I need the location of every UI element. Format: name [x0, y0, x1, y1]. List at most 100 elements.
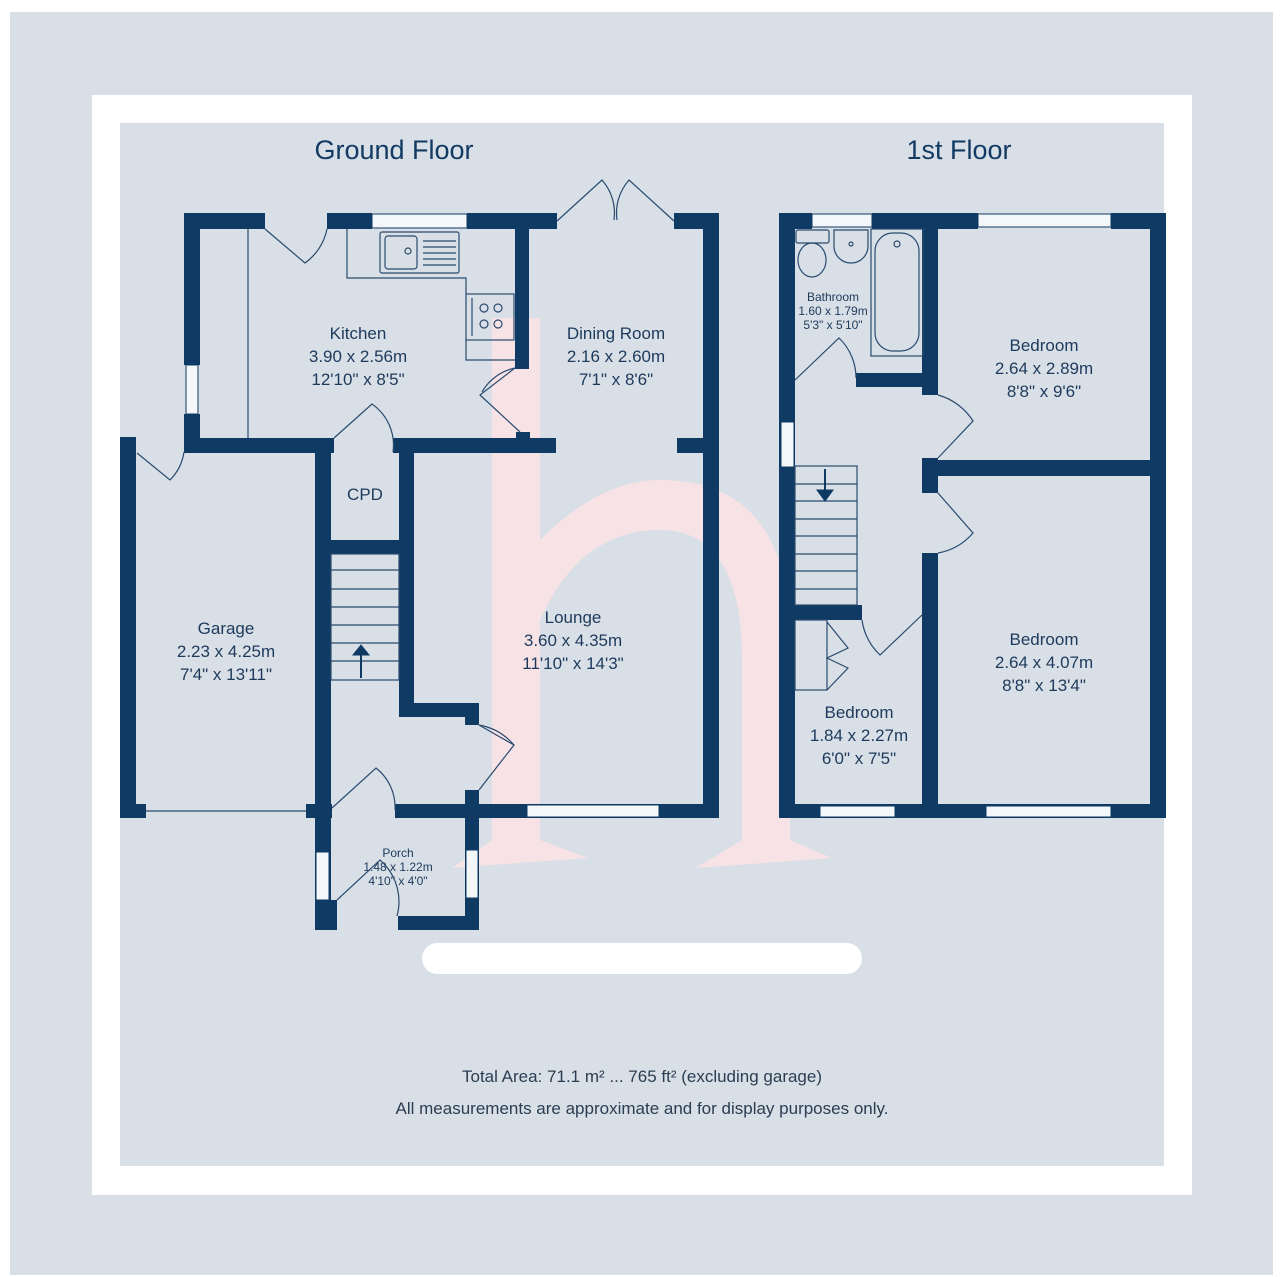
wall: [399, 452, 414, 717]
wall: [398, 916, 479, 930]
door: [937, 394, 974, 459]
room-name: Lounge: [544, 608, 602, 627]
wall: [315, 900, 337, 930]
room-garage: Garage 2.23 x 4.25m 7'4" x 13'11": [116, 617, 336, 686]
room-kitchen: Kitchen 3.90 x 2.56m 12'10" x 8'5": [248, 322, 468, 391]
first-floor-walls: [779, 213, 1166, 818]
bath-icon: [870, 228, 924, 357]
plan-panel: [120, 123, 1164, 1166]
room-imperial: 12'10" x 8'5": [311, 370, 405, 389]
window: [371, 213, 468, 229]
door: [794, 337, 857, 381]
door: [331, 767, 396, 811]
window: [780, 421, 795, 468]
door-swing: [481, 367, 516, 393]
ground-floor-windows: [185, 213, 660, 901]
room-imperial: 8'8" x 13'4": [1002, 676, 1086, 695]
window: [811, 213, 873, 228]
room-imperial: 6'0" x 7'5": [821, 749, 897, 768]
stairs-down-arrow-icon: [816, 469, 834, 502]
basin-icon: [833, 229, 869, 264]
scroll-bar[interactable]: [422, 943, 862, 974]
room-porch: Porch 1.48 x 1.22m 4'10" x 4'0": [288, 846, 508, 888]
room-name: Porch: [382, 846, 414, 860]
door: [861, 614, 923, 656]
wall: [399, 703, 479, 717]
wall: [467, 213, 557, 229]
worktop-end: [465, 340, 515, 361]
room-imperial: 7'1" x 8'6": [578, 370, 654, 389]
room-metric: 2.64 x 4.07m: [994, 653, 1094, 672]
wall: [779, 213, 795, 818]
french-door-right: [615, 179, 675, 222]
wall: [120, 437, 136, 818]
window: [465, 849, 479, 899]
floor-title-ground: Ground Floor: [314, 135, 474, 165]
room-metric: 1.60 x 1.79m: [798, 304, 868, 318]
window: [819, 805, 896, 818]
wall: [856, 373, 936, 387]
wall: [922, 213, 938, 395]
door: [479, 367, 521, 433]
room-name: Bedroom: [1009, 336, 1079, 355]
room-name: Bathroom: [806, 290, 860, 304]
total-area-text: Total Area: 71.1 m² ... 765 ft² (excludi…: [461, 1067, 823, 1086]
staircase: [330, 553, 400, 681]
room-bedroom-3: Bedroom 1.84 x 2.27m 6'0" x 7'5": [749, 701, 969, 770]
room-metric: 3.90 x 2.56m: [308, 347, 408, 366]
room-imperial: 8'8" x 9'6": [1006, 382, 1082, 401]
room-name: CPD: [347, 485, 383, 504]
room-metric: 2.64 x 2.89m: [994, 359, 1094, 378]
wall: [327, 213, 372, 229]
room-imperial: 5'3" x 5'10": [803, 318, 863, 332]
wall: [465, 703, 479, 725]
room-bedroom-2: Bedroom 2.64 x 4.07m 8'8" x 13'4": [934, 628, 1154, 697]
room-imperial: 11'10" x 14'3": [522, 654, 624, 673]
room-dining-room: Dining Room 2.16 x 2.60m 7'1" x 8'6": [506, 322, 726, 391]
wall: [922, 460, 1166, 476]
room-metric: 2.16 x 2.60m: [566, 347, 666, 366]
wall: [516, 432, 530, 440]
wall: [184, 438, 334, 453]
room-imperial: 7'4" x 13'11": [180, 665, 272, 684]
room-name: Garage: [197, 619, 255, 638]
room-metric: 3.60 x 4.35m: [523, 631, 623, 650]
room-name: Kitchen: [329, 324, 387, 343]
room-name: Dining Room: [566, 324, 666, 343]
room-imperial: 4'10" x 4'0": [368, 874, 428, 888]
first-floor-windows: [780, 213, 1112, 818]
wall: [779, 213, 812, 229]
wardrobe: [794, 619, 850, 691]
door: [937, 492, 974, 554]
door: [333, 403, 395, 453]
watermark-logo-h: [452, 318, 832, 868]
room-name: Bedroom: [1009, 630, 1079, 649]
hob-icon: [465, 293, 515, 341]
worktop: [346, 229, 467, 294]
room-lounge: Lounge 3.60 x 4.35m 11'10" x 14'3": [463, 606, 683, 675]
door: [264, 228, 328, 264]
door: [136, 451, 185, 481]
porch-door: [336, 859, 400, 917]
window: [985, 805, 1112, 818]
wall: [393, 438, 556, 453]
wall: [331, 540, 401, 554]
wall: [306, 804, 332, 818]
wall: [795, 605, 862, 620]
toilet-icon: [795, 229, 830, 278]
wall: [677, 438, 707, 453]
room-bathroom: Bathroom 1.60 x 1.79m 5'3" x 5'10": [723, 290, 943, 332]
disclaimer-text: All measurements are approximate and for…: [395, 1099, 889, 1118]
wall: [184, 213, 265, 229]
window: [185, 364, 199, 415]
wall: [184, 213, 200, 365]
wall: [120, 804, 146, 818]
window: [526, 804, 660, 818]
door-swing: [478, 724, 515, 746]
room-metric: 2.23 x 4.25m: [176, 642, 276, 661]
room-name: Bedroom: [824, 703, 894, 722]
window: [315, 851, 330, 901]
wall: [703, 213, 719, 818]
room-cpd: CPD: [255, 483, 475, 506]
